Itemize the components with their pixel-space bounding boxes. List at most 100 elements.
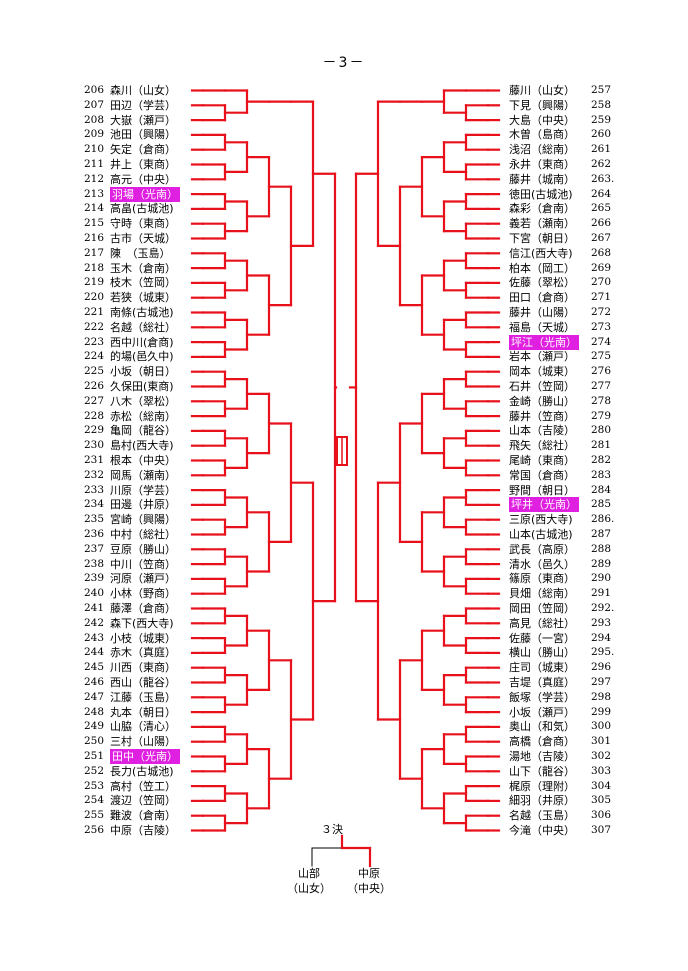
left-entry-number: 254	[84, 794, 105, 807]
left-entry-number: 231	[84, 454, 105, 466]
left-entry-name: 藤澤（倉商）	[110, 602, 176, 615]
right-entry-number: 276	[591, 365, 612, 378]
right-entry-number: 267	[591, 232, 612, 244]
right-entry-number: 293	[591, 616, 612, 629]
left-entry-number: 223	[84, 335, 105, 348]
left-entry-name: 中村（総社）	[110, 528, 176, 541]
left-entry-number: 245	[84, 661, 105, 674]
left-entry-number: 234	[84, 498, 105, 511]
left-entry-number: 256	[84, 824, 105, 836]
left-entry-name: 池田（興陽）	[110, 128, 176, 142]
left-entry-name: 守時（東商）	[110, 217, 176, 231]
left-entry-number: 207	[84, 98, 105, 111]
right-entry-number: 305	[591, 794, 612, 807]
right-entry-name: 下宮（朝日）	[509, 232, 575, 245]
right-entry-name: 山下（龍谷）	[509, 764, 575, 778]
left-entry-name: 中原（吉陵）	[110, 824, 176, 837]
right-entry-number: 259	[591, 113, 612, 126]
right-entry-name: 木曽（島商）	[509, 128, 575, 142]
left-entry-number: 228	[84, 409, 105, 422]
right-entry-number: 265	[591, 202, 612, 215]
left-entry-name: 難波（倉南）	[110, 809, 176, 823]
right-entry-name: 藤川（山女）	[509, 84, 575, 97]
right-entry-name: 金崎（勝山）	[509, 394, 575, 408]
left-entry-name: 豆原（勝山）	[110, 542, 176, 556]
right-entry-name: 横山（勝山）	[509, 646, 575, 660]
left-entry-name: 田辺（学芸）	[110, 98, 176, 112]
right-entry-number: 257	[591, 84, 612, 96]
right-entry-number: 274	[591, 335, 612, 348]
right-entry-name: 飛矢（総社）	[509, 439, 575, 453]
left-entry-name: 枝木（笠岡）	[110, 276, 176, 290]
left-entry-name: 大嶽（瀬戸）	[110, 113, 176, 127]
right-entry-number: 263.	[591, 172, 615, 185]
right-entry-name: 野間（朝日）	[509, 483, 575, 497]
right-entry-number: 287	[591, 528, 612, 540]
left-entry-number: 243	[84, 631, 105, 644]
left-entry-number: 253	[84, 779, 105, 792]
right-entry-name: 高橋（倉商）	[509, 735, 575, 749]
right-entry-number: 261	[591, 143, 612, 156]
right-entry-number: 288	[591, 542, 612, 555]
left-entry-name: 長力(古城池)	[110, 764, 174, 778]
left-entry-name: 的場(邑久中)	[110, 350, 174, 364]
right-entry-number: 260	[591, 128, 612, 141]
left-entry-number: 239	[84, 572, 105, 585]
right-entry-name: 細羽（井原）	[509, 794, 575, 808]
left-entry-name: 陳 （玉島）	[110, 246, 171, 260]
right-entry-number: 279	[591, 409, 612, 422]
right-entry-name: 今滝（中央）	[509, 824, 575, 837]
left-entry-number: 224	[84, 350, 105, 363]
third-place-player2: 中原 （中央）	[344, 866, 394, 896]
right-entry-number: 266	[591, 217, 612, 230]
left-entry-name: 西中川(倉商)	[110, 335, 174, 349]
left-entry-number: 241	[84, 602, 105, 614]
left-entry-number: 219	[84, 276, 105, 289]
right-entry-name: 藤井（山陽）	[509, 306, 575, 319]
left-entry-name: 川原（学芸）	[110, 483, 176, 497]
left-entry-number: 247	[84, 690, 105, 703]
left-entry-number: 212	[84, 172, 105, 185]
left-entry-number: 252	[84, 764, 105, 777]
right-entry-number: 292.	[591, 602, 615, 614]
right-entry-number: 298	[591, 690, 612, 703]
left-entry-name: 江藤（玉島）	[110, 690, 176, 704]
left-entry-number: 237	[84, 542, 105, 555]
right-entry-name: 福島（天城）	[509, 320, 575, 334]
left-entry-name: 井上（東商）	[110, 158, 176, 171]
right-entry-number: 299	[591, 705, 612, 718]
right-entry-name: 篠原（東商）	[509, 572, 575, 586]
right-entry-name: 佐藤（翠松）	[509, 276, 575, 290]
right-entry-number: 275	[591, 350, 612, 363]
left-entry-name: 森下(西大寺)	[110, 616, 174, 630]
right-entry-name: 岡本（城東）	[509, 365, 575, 379]
right-entry-number: 283	[591, 468, 612, 481]
left-entry-number: 213	[84, 187, 105, 200]
right-entry-number: 284	[591, 483, 612, 496]
left-entry-name: 小坂（朝日）	[110, 365, 176, 379]
left-entry-number: 240	[84, 587, 105, 600]
left-entry-number: 214	[84, 202, 105, 215]
third-place-label: ３決	[321, 823, 343, 836]
left-entry-number: 230	[84, 439, 105, 452]
right-entry-number: 272	[591, 306, 612, 318]
right-entry-number: 258	[591, 98, 612, 111]
left-entry-number: 211	[84, 158, 105, 170]
left-entry-number: 244	[84, 646, 105, 659]
left-entry-name: 高畠(古城池)	[110, 202, 174, 216]
right-entry-name: 藤井（城南）	[509, 172, 575, 186]
right-entry-number: 264	[591, 187, 612, 200]
right-entry-name: 山本(古城池)	[509, 528, 573, 541]
left-entry-name: 小林（野商）	[110, 587, 176, 601]
right-entry-name: 藤井（笠商）	[509, 409, 575, 423]
right-entry-number: 278	[591, 394, 612, 407]
left-entry-name: 若狭（城東）	[110, 291, 176, 305]
left-entry-name: 山脇（清心）	[110, 720, 176, 734]
left-entry-number: 248	[84, 705, 105, 718]
right-entry-number: 262	[591, 158, 612, 170]
right-entry-name: 飯塚（学芸）	[509, 690, 575, 704]
right-entry-name: 徳田(古城池)	[509, 187, 573, 201]
left-entry-name: 中川（笠商）	[110, 557, 176, 571]
right-entry-number: 282	[591, 454, 612, 466]
right-entry-name: 森彩（倉南）	[509, 202, 575, 216]
